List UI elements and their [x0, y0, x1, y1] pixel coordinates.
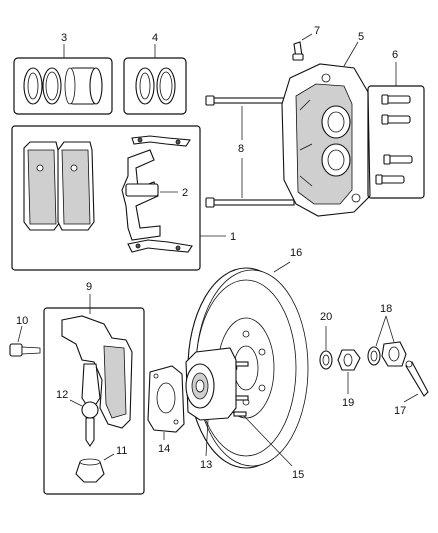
caliper-bolt-kit-group: 6: [367, 49, 425, 199]
wheel-stud: [233, 411, 247, 417]
callout-1: 1: [230, 231, 236, 243]
callout-6: 6: [392, 49, 398, 61]
guide-pin-upper: [209, 97, 295, 104]
steering-knuckle-group: 9 12 11: [43, 281, 145, 495]
callout-17: 17: [394, 405, 406, 417]
knuckle-bolt-head: [9, 343, 23, 357]
hub-bearing-group: 13 15: [185, 347, 304, 481]
cotter-pin-group: 17: [394, 360, 429, 417]
callout-15: 15: [292, 469, 304, 481]
brake-pad-kit-box: [11, 125, 201, 271]
nut-retainer-group: 18: [367, 303, 407, 367]
knuckle-bolt-shank: [21, 346, 41, 355]
piston-boot-kit-group: 4: [123, 32, 187, 115]
callout-7: 7: [314, 25, 320, 37]
hub-nut-group: 19: [337, 349, 361, 409]
steering-knuckle-box: [43, 307, 145, 495]
piston-seal-kit-group: 3: [13, 32, 113, 115]
callout-5: 5: [358, 31, 364, 43]
brake-pad-kit-group: 2 1: [11, 125, 236, 271]
caliper-bolt: [379, 175, 405, 184]
wheel-stud: [235, 361, 249, 367]
callout-12: 12: [56, 389, 68, 401]
callout-11: 11: [116, 445, 127, 457]
callout-2: 2: [182, 187, 188, 199]
caliper-group: 5 7: [281, 25, 371, 217]
guide-pin-lower: [209, 199, 295, 206]
rotor-center-bore: [233, 345, 259, 391]
ball-joint: [81, 401, 99, 419]
callout-4: 4: [152, 32, 158, 44]
callout-8: 8: [238, 143, 244, 155]
callout-19: 19: [342, 397, 354, 409]
guide-pin-group: 8: [205, 95, 295, 208]
callout-16: 16: [290, 247, 302, 259]
spindle-seal-group: 20: [319, 311, 333, 370]
callout-18: 18: [380, 303, 392, 315]
caliper-bolt: [387, 155, 413, 164]
caliper-bolt: [385, 115, 411, 124]
callout-9: 9: [86, 281, 92, 293]
piston-seal-kit-box: [13, 57, 113, 115]
knuckle-bolt-group: 10: [9, 315, 41, 357]
piston-boot-kit-box: [123, 57, 187, 115]
callout-13: 13: [200, 459, 212, 471]
callout-14: 14: [158, 443, 170, 455]
callout-10: 10: [16, 315, 28, 327]
splash-shield-group: 14: [147, 365, 185, 455]
callout-3: 3: [61, 32, 67, 44]
pad-clip-upper: [131, 135, 191, 147]
wheel-stud: [235, 395, 249, 401]
caliper-bolt: [385, 95, 411, 104]
callout-20: 20: [320, 311, 332, 323]
